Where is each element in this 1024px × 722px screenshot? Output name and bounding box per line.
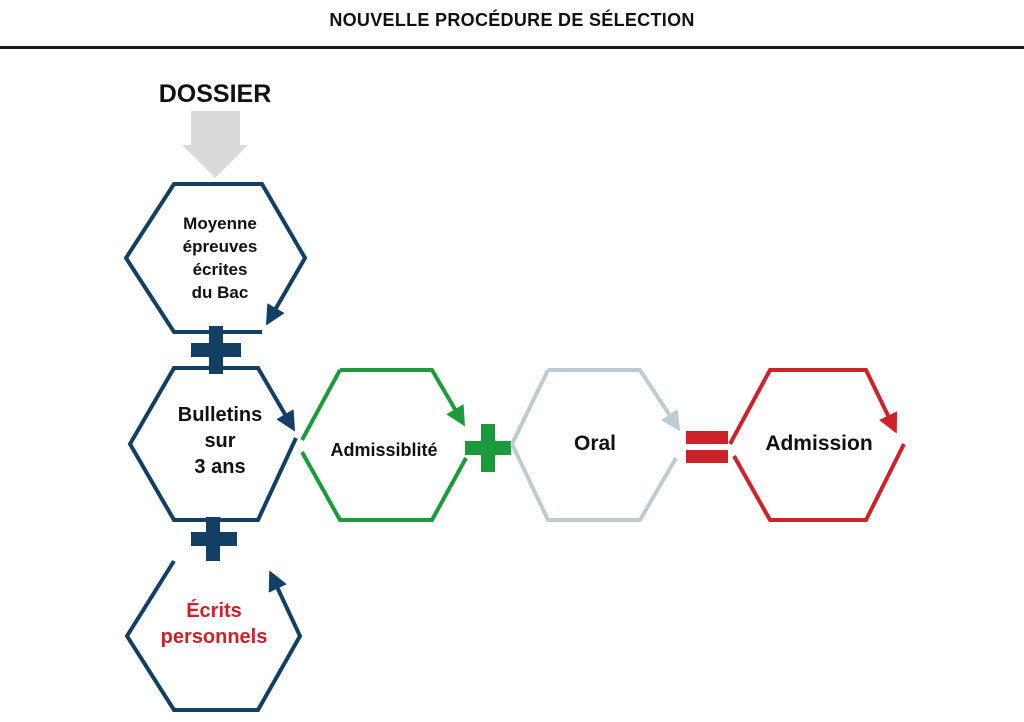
hex-admissibilite-outline-lower (300, 451, 468, 522)
hex-bulletins-outline (127, 366, 298, 522)
hex-oral-outline-lower (510, 443, 678, 522)
hex-bulletins-label: Bulletins sur 3 ans (177, 404, 263, 478)
plus-icon-green (465, 424, 511, 472)
page-title: NOUVELLE PROCÉDURE DE SÉLECTION (329, 10, 695, 30)
hex-moyenne-outline (123, 182, 308, 334)
equals-icon (686, 431, 728, 463)
title-divider (0, 46, 1024, 49)
hex-admission-label: Admission (765, 432, 873, 455)
plus-icon-1 (191, 326, 241, 374)
hex-admission-outline-lower (732, 443, 906, 522)
hex-oral-label: Oral (573, 432, 617, 455)
hex-admissibilite-outline (340, 368, 466, 427)
hex-ecrits-label: Écrits personnels (160, 600, 268, 648)
hex-admissibilite-outline-left (300, 369, 342, 441)
hex-moyenne-label: Moyenne épreuves écrites du Bac (182, 214, 258, 302)
hex-oral-outline-left (510, 369, 550, 445)
plus-icon-2 (191, 517, 237, 561)
hex-admission-outline (728, 368, 898, 445)
dossier-label: DOSSIER (158, 80, 272, 108)
dossier-down-arrow (182, 111, 248, 178)
hex-oral-outline (548, 368, 681, 432)
hex-admissibilite-label: Admissiblité (330, 440, 438, 460)
hex-ecrits-outline (124, 559, 303, 712)
